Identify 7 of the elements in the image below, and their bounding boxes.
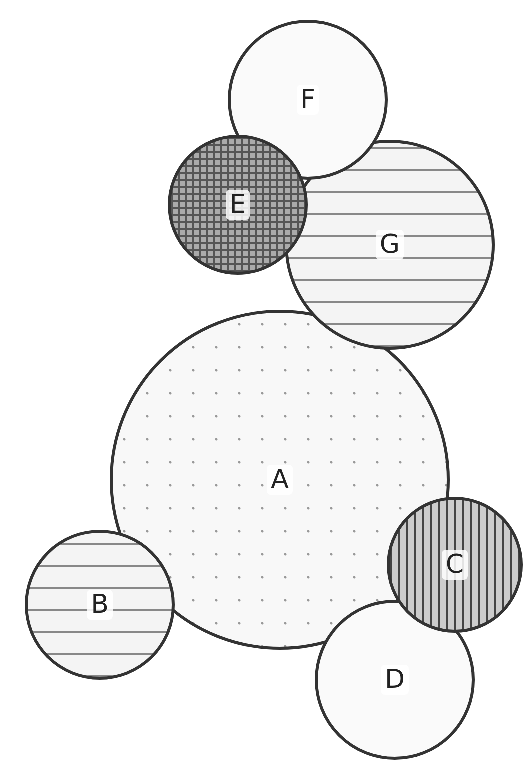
circle-label: G: [376, 230, 404, 260]
circle-label: F: [296, 85, 320, 115]
circle-label: D: [380, 665, 410, 695]
circle-label: C: [442, 550, 468, 580]
circle-label: E: [226, 190, 250, 220]
circle-label: B: [87, 590, 113, 620]
circle-label: A: [267, 465, 293, 495]
